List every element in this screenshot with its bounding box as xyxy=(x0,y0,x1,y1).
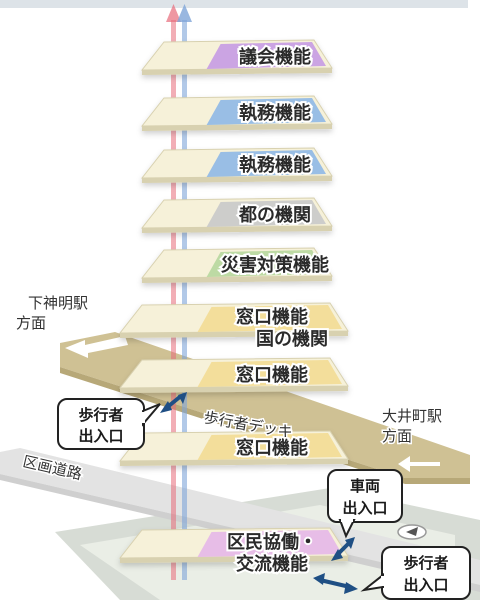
floor-9-label-2: 交流機能 xyxy=(236,553,308,575)
floor-8-label: 窓口機能 xyxy=(236,437,308,459)
station-shimoshinmei-direction: 方面 xyxy=(16,314,46,332)
section-road xyxy=(0,448,480,585)
callout-pedestrian-entrance-right: 歩行者 出入口 xyxy=(360,546,471,600)
callout-vehicle-line1: 車両 xyxy=(350,477,380,495)
callout-ped-right-line1: 歩行者 xyxy=(403,554,448,572)
station-oimachi-direction: 方面 xyxy=(382,427,412,445)
floor-2 xyxy=(140,95,333,131)
callout-ped-right-line2: 出入口 xyxy=(403,576,448,594)
pedestrian-entrance-left-arrow xyxy=(160,392,187,413)
core-up-line xyxy=(171,20,176,580)
gate-marker-icon xyxy=(397,524,427,540)
deck-arrow-left xyxy=(65,336,128,358)
station-shimoshinmei-label: 下神明駅 xyxy=(28,294,88,312)
callout-ped-left-line1: 歩行者 xyxy=(78,406,123,424)
callout-vehicle-line2: 出入口 xyxy=(342,499,387,517)
floor-4 xyxy=(140,197,333,233)
callout-pedestrian-entrance-left: 歩行者 出入口 xyxy=(57,398,161,450)
floor-1 xyxy=(140,39,333,75)
floor-6 xyxy=(118,302,349,338)
floor-4-label: 都の機関 xyxy=(238,204,311,226)
floor-5 xyxy=(140,247,333,283)
floor-8 xyxy=(118,430,349,466)
floor-1-label: 議会機能 xyxy=(239,46,311,68)
floor-7-label: 窓口機能 xyxy=(236,364,308,386)
floor-2-label: 執務機能 xyxy=(239,102,311,124)
core-down-arrow xyxy=(177,4,192,22)
top-banner xyxy=(0,0,468,8)
core-down-line xyxy=(182,20,187,580)
floor-stack: 議会機能執務機能執務機能都の機関災害対策機能窓口機能国の機関窓口機能窓口機能区民… xyxy=(118,39,349,577)
floor-9-label: 区民協働・ xyxy=(227,531,317,553)
floor-3-label: 執務機能 xyxy=(239,154,311,176)
vehicle-entrance-arrow xyxy=(331,537,355,561)
floor-3 xyxy=(140,147,333,183)
floor-7 xyxy=(118,357,349,393)
floor-9 xyxy=(118,527,349,563)
callout-vehicle-entrance: 車両 出入口 xyxy=(327,469,403,539)
callout-ped-left-line2: 出入口 xyxy=(78,427,123,445)
deck-arrow-right xyxy=(398,456,440,472)
floor-5-label: 災害対策機能 xyxy=(221,254,329,276)
floor-6-label: 窓口機能 xyxy=(236,306,308,328)
floor-6-label-2: 国の機関 xyxy=(256,328,328,350)
core-up-arrow xyxy=(166,4,181,22)
station-oimachi-label: 大井町駅 xyxy=(382,407,442,425)
pedestrian-entrance-right-arrow xyxy=(313,573,358,594)
